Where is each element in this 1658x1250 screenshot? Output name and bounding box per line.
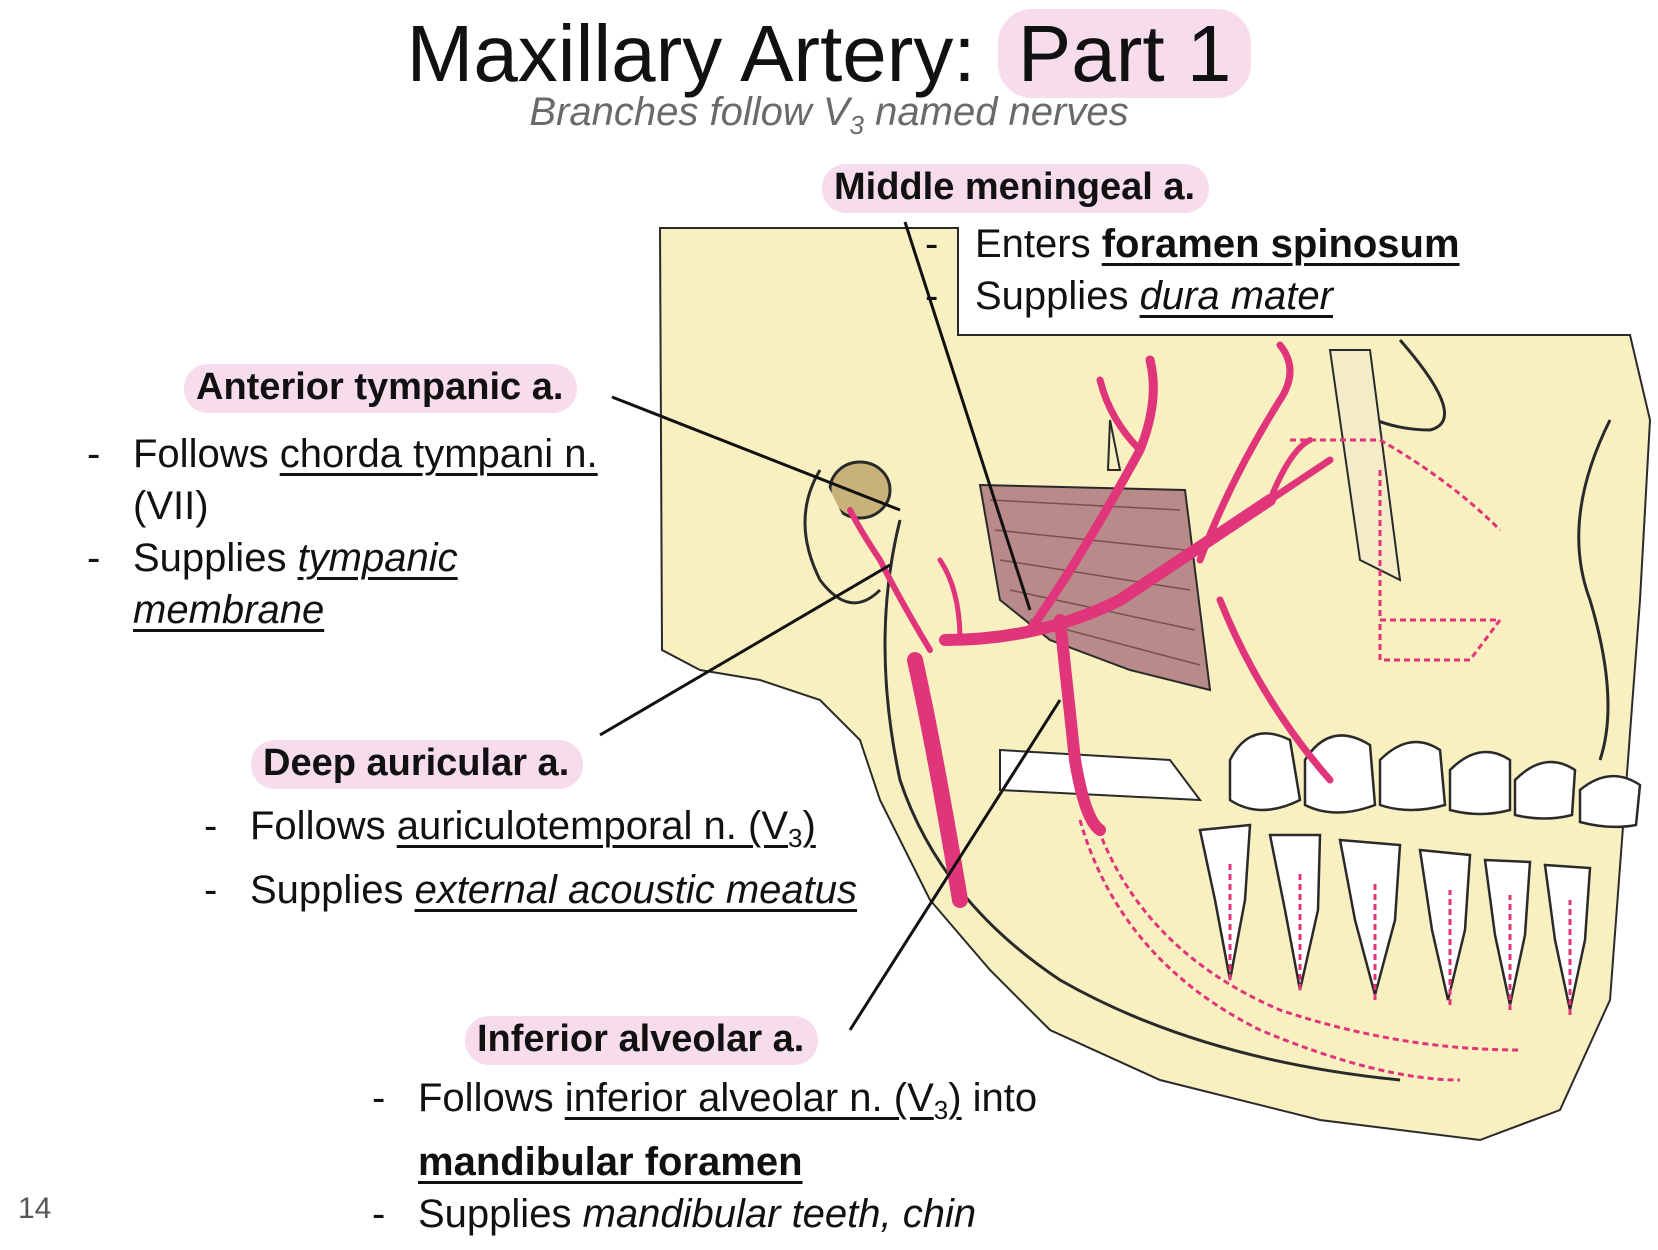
ia-l1-post: into: [961, 1076, 1038, 1120]
subtitle-area: Branches follow V3 named nerves: [0, 90, 1658, 141]
ia-mandibular-teeth-chin: mandibular teeth, chin: [582, 1192, 977, 1236]
leader-lines: [599, 221, 1062, 1031]
styloid-process: [1106, 419, 1122, 471]
bullet-dash: -: [372, 1076, 386, 1120]
mm-l2-pre: Supplies: [975, 274, 1140, 318]
ia-line-2: - Supplies mandibular teeth, chin: [372, 1188, 1037, 1240]
page-title: Maxillary Artery: Part 1: [407, 9, 1252, 98]
mm-dura-mater: dura mater: [1139, 274, 1333, 318]
da-l1-pre: Follows: [250, 804, 397, 848]
bullet-dash: -: [925, 222, 939, 266]
title-part-highlight: Part 1: [997, 9, 1252, 98]
lower-teeth: [1198, 823, 1592, 1011]
da-line-1: - Follows auriculotemporal n. (V3): [204, 800, 857, 864]
ia-subscript: 3: [933, 1095, 949, 1125]
condyle: [803, 469, 882, 605]
middle-meningeal-line-1: - Enters foramen spinosum: [925, 218, 1460, 270]
at-membrane: membrane: [133, 588, 325, 632]
deep-auricular-label: Deep auricular a.: [251, 740, 584, 789]
lateral-pterygoid-muscle: [978, 483, 1212, 692]
anterior-tympanic-label: Anterior tympanic a.: [184, 364, 578, 413]
deep-auricular-notes: - Follows auriculotemporal n. (V3) - Sup…: [204, 800, 858, 916]
nasal-edge: [1577, 419, 1612, 761]
ia-inferior-alveolar-nerve: inferior alveolar n. (V: [564, 1076, 934, 1120]
maxillary-artery: [847, 341, 1334, 908]
pterygoid-plate: [1328, 349, 1402, 582]
at-l1-pre: Follows: [133, 432, 280, 476]
da-subscript: 3: [788, 823, 803, 853]
at-l2-pre: Supplies: [133, 536, 298, 580]
mandible-ramus: [883, 519, 1401, 1082]
ia-l1-pre: Follows: [418, 1076, 565, 1120]
middle-meningeal-label: Middle meningeal a.: [822, 164, 1210, 213]
ia-mandibular-foramen: mandibular foramen: [418, 1140, 803, 1184]
upper-teeth: [1228, 732, 1642, 829]
at-tympanic: tympanic: [297, 536, 458, 580]
subtitle-subscript: 3: [849, 110, 865, 140]
middle-meningeal-line-2: - Supplies dura mater: [925, 270, 1460, 322]
page-number: 14: [18, 1192, 52, 1225]
page-subtitle: Branches follow V3 named nerves: [529, 90, 1129, 140]
bullet-dash: -: [372, 1192, 386, 1236]
inferior-alveolar-notes: - Follows inferior alveolar n. (V3) into…: [372, 1072, 1038, 1240]
da-l2-pre: Supplies: [250, 868, 415, 912]
mandibular-canal-bone: [999, 748, 1203, 802]
at-line-1: - Follows chorda tympani n.: [87, 428, 598, 480]
mm-l1-pre: Enters: [975, 222, 1102, 266]
da-external-acoustic-meatus: external acoustic meatus: [414, 868, 858, 912]
ia-close-paren: ): [948, 1076, 962, 1120]
da-close-paren: ): [802, 804, 816, 848]
subtitle-post: named nerves: [864, 90, 1129, 134]
subtitle-pre: Branches follow V: [529, 90, 850, 134]
anterior-tympanic-notes: - Follows chorda tympani n. (VII) - Supp…: [87, 428, 598, 636]
ia-line-1: - Follows inferior alveolar n. (V3) into: [372, 1072, 1038, 1136]
at-l1-cont: (VII): [133, 484, 209, 528]
inferior-alveolar-label: Inferior alveolar a.: [465, 1016, 819, 1065]
da-line-2: - Supplies external acoustic meatus: [204, 864, 858, 916]
at-line-1-cont: (VII): [133, 480, 598, 532]
bullet-dash: -: [204, 804, 218, 848]
title-area: Maxillary Artery: Part 1: [0, 8, 1658, 100]
at-chorda-tympani: chorda tympani n.: [279, 432, 598, 476]
ia-line-1-cont: mandibular foramen: [418, 1136, 1037, 1188]
bullet-dash: -: [87, 432, 101, 476]
bullet-dash: -: [87, 536, 101, 580]
skull-bone: [658, 227, 1652, 1142]
bullet-dash: -: [925, 274, 939, 318]
ia-l2-pre: Supplies: [418, 1192, 583, 1236]
at-line-2: - Supplies tympanic: [87, 532, 598, 584]
bullet-dash: -: [204, 868, 218, 912]
middle-meningeal-notes: - Enters foramen spinosum - Supplies dur…: [925, 218, 1490, 330]
infraorbital-network: [1290, 438, 1503, 662]
inferior-alveolar-branches: [1078, 819, 1572, 1082]
mm-foramen-spinosum: foramen spinosum: [1101, 222, 1460, 266]
at-line-2-cont: membrane: [133, 584, 598, 636]
title-main: Maxillary Artery:: [406, 9, 976, 98]
da-auriculotemporal: auriculotemporal n. (V: [396, 804, 788, 848]
